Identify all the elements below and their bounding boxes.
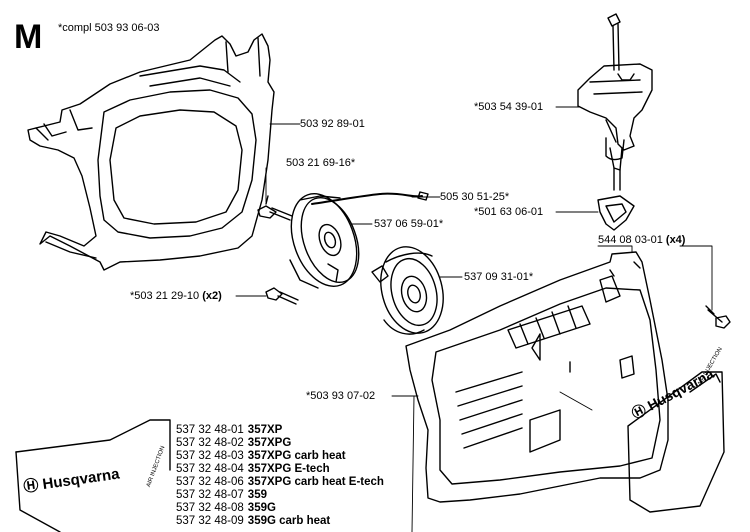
callout-spring: 537 09 31-01* xyxy=(464,271,534,283)
screw-right-drawing xyxy=(705,305,731,329)
callout-rope: 505 30 51-25* xyxy=(440,191,510,203)
model-part: 537 32 48-09 xyxy=(176,515,244,527)
leader-lines xyxy=(235,106,713,532)
model-part: 537 32 48-04 xyxy=(176,463,244,475)
husqvarna-logo-icon: Ⓗ xyxy=(22,476,40,496)
callout-handle: *503 54 39-01 xyxy=(474,101,544,113)
model-name: 357XPG E-tech xyxy=(247,463,330,475)
model-name: 357XPG xyxy=(247,437,292,449)
grommet-drawing xyxy=(597,195,635,231)
callout-screw-right-part: 544 08 03-01 xyxy=(598,234,663,246)
screw-left-drawing xyxy=(265,287,299,305)
callout-screw-left-qty: (x2) xyxy=(202,290,222,302)
model-part: 537 32 48-06 xyxy=(176,476,244,488)
screw-top-drawing xyxy=(257,195,293,221)
model-part: 537 32 48-01 xyxy=(176,424,244,436)
callout-screw-left-part: *503 21 29-10 xyxy=(130,290,200,302)
model-name: 359G xyxy=(247,502,276,514)
starter-rope-drawing xyxy=(311,191,429,205)
model-part: 537 32 48-03 xyxy=(176,450,244,462)
complete-assembly-label: *compl 503 93 06-03 xyxy=(58,22,160,34)
model-name: 357XPG carb heat xyxy=(247,450,346,462)
model-part: 537 32 48-08 xyxy=(176,502,244,514)
callout-screw-right: 544 08 03-01 (x4) xyxy=(598,234,685,247)
callout-screw-top: 503 21 69-16* xyxy=(286,157,356,169)
starter-guard-drawing xyxy=(27,33,275,271)
model-name: 357XPG carb heat E-tech xyxy=(247,476,384,488)
callout-cover: *503 93 07-02 xyxy=(306,390,376,402)
decal-left-drawing xyxy=(15,419,171,532)
model-part: 537 32 48-02 xyxy=(176,437,244,449)
callout-screw-right-qty: (x4) xyxy=(665,234,686,246)
callout-grommet: *501 63 06-01 xyxy=(474,206,544,218)
decal-right-drawing xyxy=(627,371,725,513)
starter-cover-drawing xyxy=(405,251,669,503)
starter-handle-drawing xyxy=(577,13,653,191)
pulley-drawing xyxy=(289,193,360,289)
callout-screw-left: *503 21 29-10 (x2) xyxy=(130,290,222,303)
model-name: 359 xyxy=(247,489,267,501)
callout-guard: 503 92 89-01 xyxy=(300,118,365,130)
model-name: 359G carb heat xyxy=(247,515,331,527)
section-letter: M xyxy=(14,18,43,56)
model-part: 537 32 48-07 xyxy=(176,489,244,501)
callout-pulley: 537 06 59-01* xyxy=(374,218,444,230)
model-name: 357XP xyxy=(247,424,283,436)
spring-cassette-drawing xyxy=(371,246,444,335)
